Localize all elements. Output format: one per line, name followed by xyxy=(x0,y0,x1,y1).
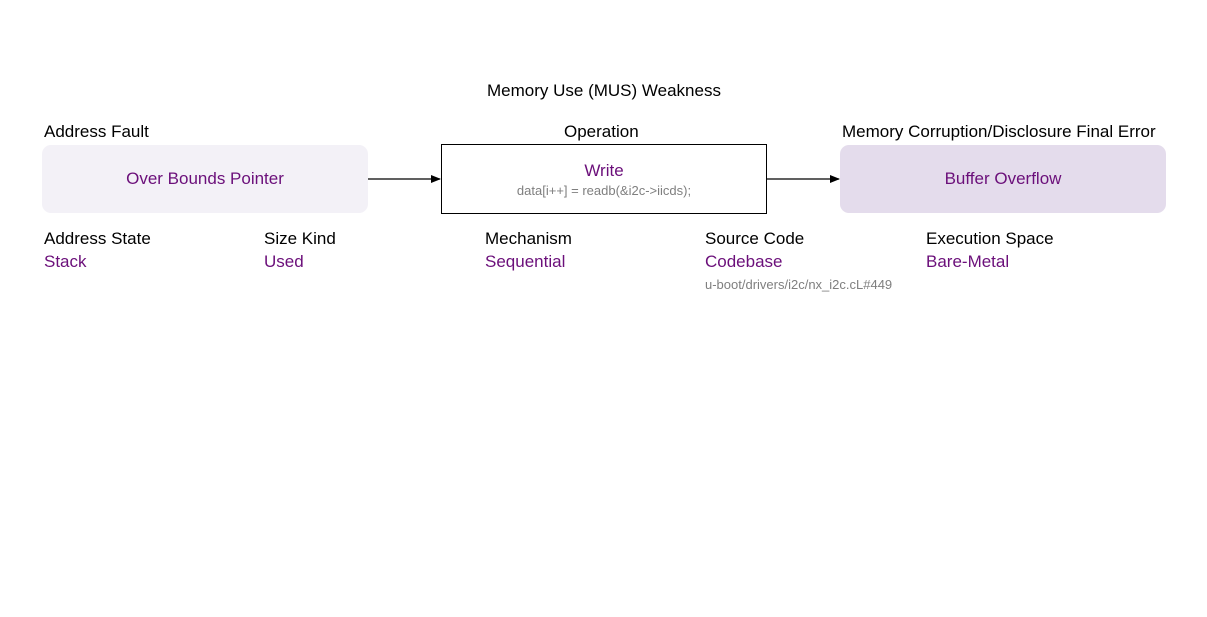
attr-value: Used xyxy=(264,252,304,271)
cause-box: Over Bounds Pointer xyxy=(42,145,368,213)
attr-label: Execution Space xyxy=(926,229,1054,248)
attr-execution-space: Execution Space Bare-Metal xyxy=(926,229,1054,272)
cause-header: Address Fault xyxy=(44,122,149,141)
operation-code: data[i++] = readb(&i2c->iicds); xyxy=(516,182,692,198)
operation-label: Write xyxy=(584,160,624,180)
attr-label: Size Kind xyxy=(264,229,336,248)
attr-label: Source Code xyxy=(705,229,805,248)
diagram-title: Memory Use (MUS) Weakness xyxy=(487,81,721,100)
attr-value: Stack xyxy=(44,252,87,271)
consequence-header: Memory Corruption/Disclosure Final Error xyxy=(842,122,1156,141)
operation-box: Write data[i++] = readb(&i2c->iicds); xyxy=(441,144,767,214)
attr-source-code: Source Code Codebase u-boot/drivers/i2c/… xyxy=(705,229,895,294)
operation-header: Operation xyxy=(564,122,639,141)
consequence-label: Buffer Overflow xyxy=(944,169,1062,188)
source-code-path: u-boot/drivers/i2c/nx_i2c.cL#449 xyxy=(705,277,893,292)
attr-value: Codebase xyxy=(705,252,783,271)
attr-value: Sequential xyxy=(485,252,566,271)
attr-address-state: Address State Stack xyxy=(44,229,151,272)
attr-label: Address State xyxy=(44,229,151,248)
consequence-box: Buffer Overflow xyxy=(840,145,1166,213)
attr-value: Bare-Metal xyxy=(926,252,1010,271)
cause-label: Over Bounds Pointer xyxy=(126,169,284,188)
attr-size-kind: Size Kind Used xyxy=(264,229,336,272)
attr-mechanism: Mechanism Sequential xyxy=(485,229,572,272)
attr-label: Mechanism xyxy=(485,229,572,248)
